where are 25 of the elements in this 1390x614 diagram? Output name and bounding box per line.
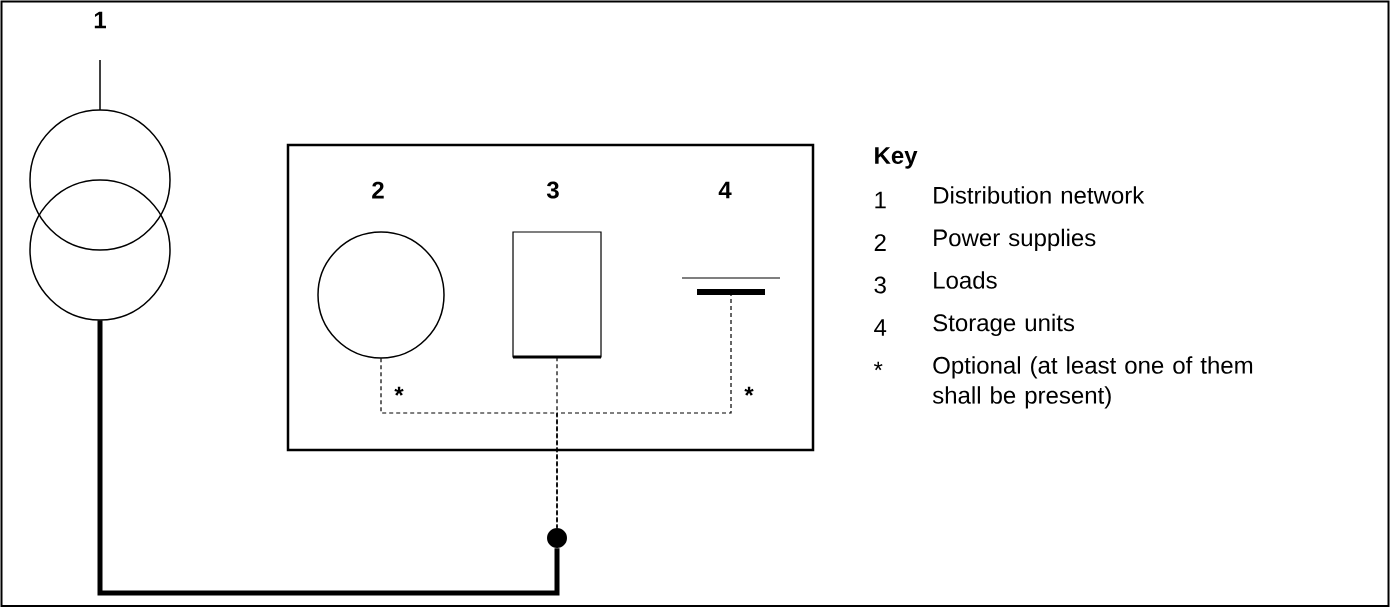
junction-dot [547, 528, 567, 548]
callout-number: 4 [718, 181, 732, 199]
enclosure-box [286, 143, 815, 452]
key-number: 2 [874, 234, 886, 251]
key-text: Loads [934, 271, 997, 289]
key-heading: Key [875, 147, 918, 169]
edge-label: * [743, 385, 755, 405]
callout-number: 2 [372, 181, 384, 199]
transformer-symbol [29, 59, 171, 321]
key-text: Optional (at least one of them shall be present) [932, 356, 1253, 409]
key-text: Distribution network [934, 186, 1145, 204]
load-rectangle [512, 231, 602, 359]
key-number: 4 [874, 319, 887, 336]
connector-line [97, 320, 560, 596]
callout-number: 3 [546, 181, 559, 199]
key-number: 3 [874, 276, 886, 294]
connector-line [556, 356, 558, 529]
callout-number: 1 [94, 11, 106, 29]
key-text: Storage units [933, 313, 1075, 337]
storage-symbol [681, 277, 781, 295]
key-number: * [873, 361, 883, 371]
key-text: Power supplies [934, 228, 1096, 252]
power-supply-circle [317, 231, 445, 359]
key-number: 1 [875, 191, 886, 209]
edge-label: * [393, 385, 405, 405]
